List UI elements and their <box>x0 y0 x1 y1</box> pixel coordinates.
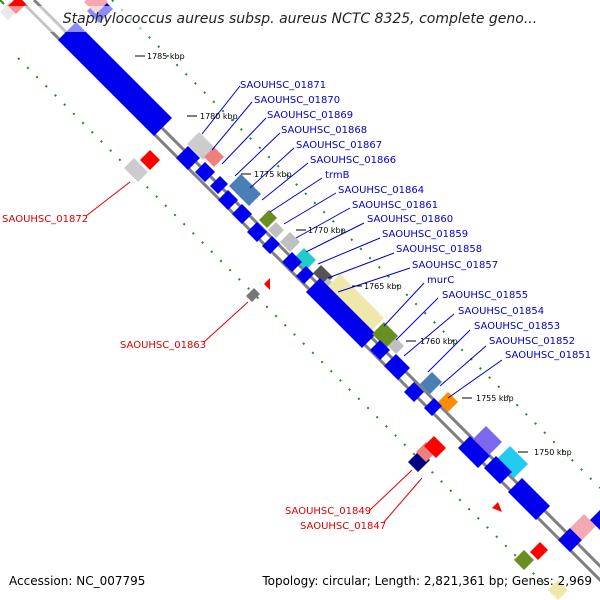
gene-feature <box>229 174 261 206</box>
gene-feature <box>388 338 404 354</box>
gene-feature <box>247 222 267 242</box>
gene-feature <box>384 354 410 380</box>
genes-value: 2,969 <box>557 574 592 588</box>
length-label: Length: <box>374 574 421 588</box>
gene-feature <box>424 398 442 416</box>
forward-genes <box>58 0 600 552</box>
gene-label[interactable]: SAOUHSC_01857 <box>412 260 498 271</box>
gene-label[interactable]: SAOUHSC_01859 <box>382 229 468 240</box>
gene-feature <box>280 232 300 252</box>
reverse-label-leaders <box>85 181 423 523</box>
gene-feature <box>458 436 490 468</box>
gene-feature <box>370 340 390 360</box>
gene-feature <box>514 550 534 570</box>
topology-value: circular <box>322 574 367 588</box>
gene-feature <box>530 542 548 560</box>
gene-feature <box>424 436 446 458</box>
gene-label[interactable]: SAOUHSC_01854 <box>458 306 544 317</box>
kbp-tick-label: 1775 kbp <box>254 170 292 179</box>
sequence-info: Topology: circular; Length: 2,821,361 bp… <box>262 574 592 588</box>
gene-feature <box>140 150 160 170</box>
gene-feature <box>259 210 277 228</box>
reverse-gene-labels: SAOUHSC_01872 SAOUHSC_01863 SAOUHSC_0184… <box>2 214 386 532</box>
gene-feature <box>326 274 384 332</box>
gene-feature <box>508 478 550 520</box>
genes-label: Genes: <box>511 574 554 588</box>
gene-feature <box>268 222 284 238</box>
gene-feature <box>492 502 502 512</box>
gene-label[interactable]: SAOUHSC_01863 <box>120 340 206 351</box>
kbp-tick-label: 1770 kbp <box>308 226 346 235</box>
gene-feature <box>264 278 270 290</box>
gene-label[interactable]: SAOUHSC_01867 <box>296 140 382 151</box>
gene-feature <box>210 176 228 194</box>
gene-feature <box>548 580 568 600</box>
gene-feature <box>262 236 280 254</box>
map-title: Staphylococcus aureus subsp. aureus NCTC… <box>0 6 600 32</box>
gene-label[interactable]: SAOUHSC_01855 <box>442 290 528 301</box>
gene-feature <box>246 288 260 302</box>
gene-feature <box>124 158 148 182</box>
accession-info: Accession: NC_007795 <box>9 574 145 588</box>
length-value: 2,821,361 bp <box>423 574 504 588</box>
gene-label[interactable]: SAOUHSC_01872 <box>2 214 88 225</box>
gene-label[interactable]: murC <box>427 275 454 286</box>
gene-label[interactable]: SAOUHSC_01852 <box>489 336 575 347</box>
gene-label[interactable]: SAOUHSC_01870 <box>254 95 340 106</box>
kbp-tick-label: 1750 kbp <box>534 448 572 457</box>
kbp-tick-label: 1760 kbp <box>420 337 458 346</box>
gene-feature <box>372 322 398 348</box>
gene-label[interactable]: SAOUHSC_01849 <box>285 506 371 517</box>
accession-label: Accession: <box>9 574 73 588</box>
gene-label[interactable]: SAOUHSC_01871 <box>240 80 326 91</box>
gene-label[interactable]: SAOUHSC_01853 <box>474 321 560 332</box>
gene-label[interactable]: SAOUHSC_01869 <box>267 110 353 121</box>
gene-feature <box>195 162 215 182</box>
gene-feature <box>176 146 200 170</box>
gene-feature <box>294 248 316 270</box>
gene-feature <box>484 456 512 484</box>
kbp-tick-label: 1755 kbp <box>476 394 514 403</box>
gene-feature <box>570 514 596 540</box>
accession-value: NC_007795 <box>76 574 146 588</box>
gene-feature <box>58 22 172 136</box>
forward-label-leaders <box>201 85 503 399</box>
gene-feature <box>472 426 502 456</box>
kbp-tick-marks <box>135 55 528 453</box>
gene-feature <box>404 382 424 402</box>
forward-gene-labels: SAOUHSC_01871 SAOUHSC_01870 SAOUHSC_0186… <box>240 80 591 361</box>
gene-feature <box>306 278 376 348</box>
gene-label[interactable]: SAOUHSC_01860 <box>367 214 453 225</box>
gene-feature <box>204 147 224 167</box>
kbp-tick-label: 1785 kbp <box>147 52 185 61</box>
gene-feature <box>590 510 600 530</box>
gene-label[interactable]: SAOUHSC_01868 <box>281 125 367 136</box>
gene-feature <box>496 446 528 478</box>
kbp-tick-label: 1780 kbp <box>200 112 238 121</box>
reverse-genes <box>0 0 568 600</box>
kbp-tick-label: 1765 kbp <box>364 282 402 291</box>
kbp-labels: 1785 kbp 1780 kbp 1775 kbp 1770 kbp 1765… <box>147 52 572 457</box>
gene-feature <box>296 266 314 284</box>
gene-feature <box>438 392 458 412</box>
gene-feature <box>420 372 442 394</box>
gene-label[interactable]: SAOUHSC_01866 <box>310 155 396 166</box>
gene-label[interactable]: SAOUHSC_01851 <box>505 350 591 361</box>
gene-feature <box>232 204 252 224</box>
gene-label[interactable]: SAOUHSC_01861 <box>352 200 438 211</box>
gene-label[interactable]: SAOUHSC_01864 <box>338 185 424 196</box>
gene-feature <box>218 190 238 210</box>
gene-label[interactable]: SAOUHSC_01847 <box>300 521 386 532</box>
topology-label: Topology: <box>262 574 319 588</box>
gene-feature <box>282 252 302 272</box>
gene-label[interactable]: SAOUHSC_01858 <box>396 244 482 255</box>
gene-label[interactable]: trmB <box>325 170 350 181</box>
